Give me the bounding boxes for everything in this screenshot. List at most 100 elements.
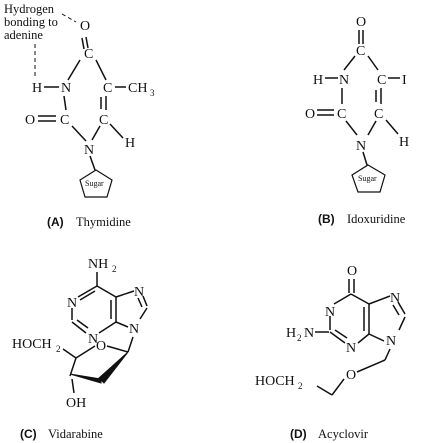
atom-hoch2: HOCH [12, 337, 52, 352]
atom-hoch2-subscript: 2 [56, 344, 61, 354]
atom-c-right: C [103, 81, 112, 96]
bond-c-c [367, 55, 379, 71]
bond-c5-n7 [115, 290, 135, 298]
bond-n7-c8-inner [392, 304, 400, 316]
atom-hoch2: HOCH [255, 374, 295, 389]
bond-n-sugar [362, 151, 368, 166]
bond-c5-n7 [368, 295, 391, 305]
bond-n7-c8-inner [137, 297, 143, 308]
atom-hoch2-subscript: 2 [298, 381, 303, 391]
bond-c-c-top [95, 59, 107, 81]
bond-c6-n1 [333, 293, 352, 305]
bond-c8-n9 [139, 307, 148, 320]
bond-n3-c4 [357, 333, 370, 344]
bond-c6-n1 [77, 285, 98, 298]
atom-n3: N [346, 341, 356, 356]
panel-a-thymidine: Hydrogen bonding to adenine O C H N C CH… [4, 2, 155, 229]
atom-c-bottom-left: C [337, 107, 346, 122]
caption-letter: (A) [47, 215, 64, 229]
bond-c2-n3 [71, 321, 87, 334]
atom-n1: N [67, 296, 77, 311]
wedge-c3prime-c2prime [69, 373, 102, 384]
atom-h2n-subscript: 2 [297, 333, 302, 343]
bond-cbl-n [345, 120, 358, 136]
atom-h2n-n: N [304, 326, 314, 341]
bond-c8-n9 [398, 316, 406, 331]
caption-letter: (D) [290, 427, 307, 441]
bond-c4-n9 [115, 321, 129, 328]
sugar-ring [79, 169, 113, 198]
bond-c4-n9 [368, 333, 385, 342]
bond-co-top-2 [85, 36, 89, 49]
atom-h-left: H [313, 73, 323, 88]
atom-o-left: O [25, 113, 35, 128]
bond-o-c4prime [75, 345, 96, 359]
atom-n9: N [129, 322, 139, 337]
atom-n-bottom: N [356, 139, 366, 154]
bond-c2-n3-inner [334, 329, 348, 339]
panel-b-idoxuridine: O C H N C I O C C H N Sugar (B) Idoxurid… [305, 15, 409, 226]
bond-c2-n3-inner [76, 319, 89, 329]
atom-n1: N [325, 305, 335, 320]
atom-n-left: N [61, 81, 71, 96]
hbond-note-line1: Hydrogen [4, 2, 55, 16]
sugar-label: Sugar [85, 179, 104, 188]
atom-c-bottom-right: C [99, 113, 108, 128]
atom-n-left: N [339, 73, 349, 88]
atom-n9: N [386, 334, 396, 349]
bond-c3prime-oh [71, 378, 75, 394]
bond-ch2-o [356, 359, 386, 373]
bond-c-n [343, 55, 356, 71]
bond-cbr-n [91, 125, 101, 141]
atom-c-bottom-left: C [60, 113, 69, 128]
atom-iodine: I [402, 73, 407, 88]
bond-c1prime-o [106, 345, 129, 353]
atom-n7: N [390, 291, 400, 306]
bond-cbr-h [109, 123, 124, 139]
atom-chain-o: O [346, 368, 356, 383]
atom-ch3: CH [128, 81, 147, 96]
atom-ring-o: O [96, 339, 106, 354]
bond-o-ch2 [331, 378, 345, 396]
wedge-c1prime-c2prime [98, 351, 129, 384]
atom-h-right: H [125, 136, 135, 151]
atom-h-right: H [399, 135, 409, 150]
bond-n7-c8 [397, 301, 406, 315]
atom-o-top: O [347, 264, 357, 279]
bond-n3-c4 [98, 321, 117, 334]
bond-c6-c5 [96, 285, 117, 298]
atom-o-top: O [80, 19, 90, 34]
caption-letter: (B) [318, 212, 335, 226]
sugar-ring [351, 164, 386, 193]
atom-o-top: O [356, 15, 366, 30]
bond-c4prime-c3prime [69, 357, 77, 377]
hbond-note-line2: bonding to [4, 15, 58, 29]
bond-cbl-n [71, 125, 87, 142]
caption-name: Thymidine [76, 215, 131, 229]
caption-name: Vidarabine [48, 427, 103, 441]
bond-n7-c8 [142, 295, 148, 307]
atom-n3: N [88, 332, 98, 347]
atom-ch3-subscript: 3 [150, 88, 155, 98]
atom-c-top: C [84, 47, 93, 62]
bond-n9-c1prime [127, 336, 134, 353]
atom-n-bottom: N [84, 143, 94, 158]
hbond-note-line3: adenine [4, 28, 43, 42]
panel-d-acyclovir: O N N N N H 2 N O HOCH 2 (D) [255, 264, 406, 441]
atom-nh2: NH [88, 257, 108, 272]
atom-nh2-subscript: 2 [112, 264, 117, 274]
bond-c-n [67, 59, 81, 81]
atom-c-top: C [356, 44, 365, 59]
atom-oh: OH [66, 396, 86, 411]
atom-n7: N [134, 285, 144, 300]
bond-ch2-ch2 [316, 385, 333, 396]
caption-letter: (C) [20, 427, 37, 441]
atom-o-left: O [305, 107, 315, 122]
caption-name: Idoxuridine [347, 212, 406, 226]
bond-co-top-1 [81, 37, 85, 50]
atom-h2n-h: H [286, 326, 296, 341]
bond-ch2-c4prime [62, 348, 77, 359]
bond-c6-n1-inner [79, 290, 96, 301]
